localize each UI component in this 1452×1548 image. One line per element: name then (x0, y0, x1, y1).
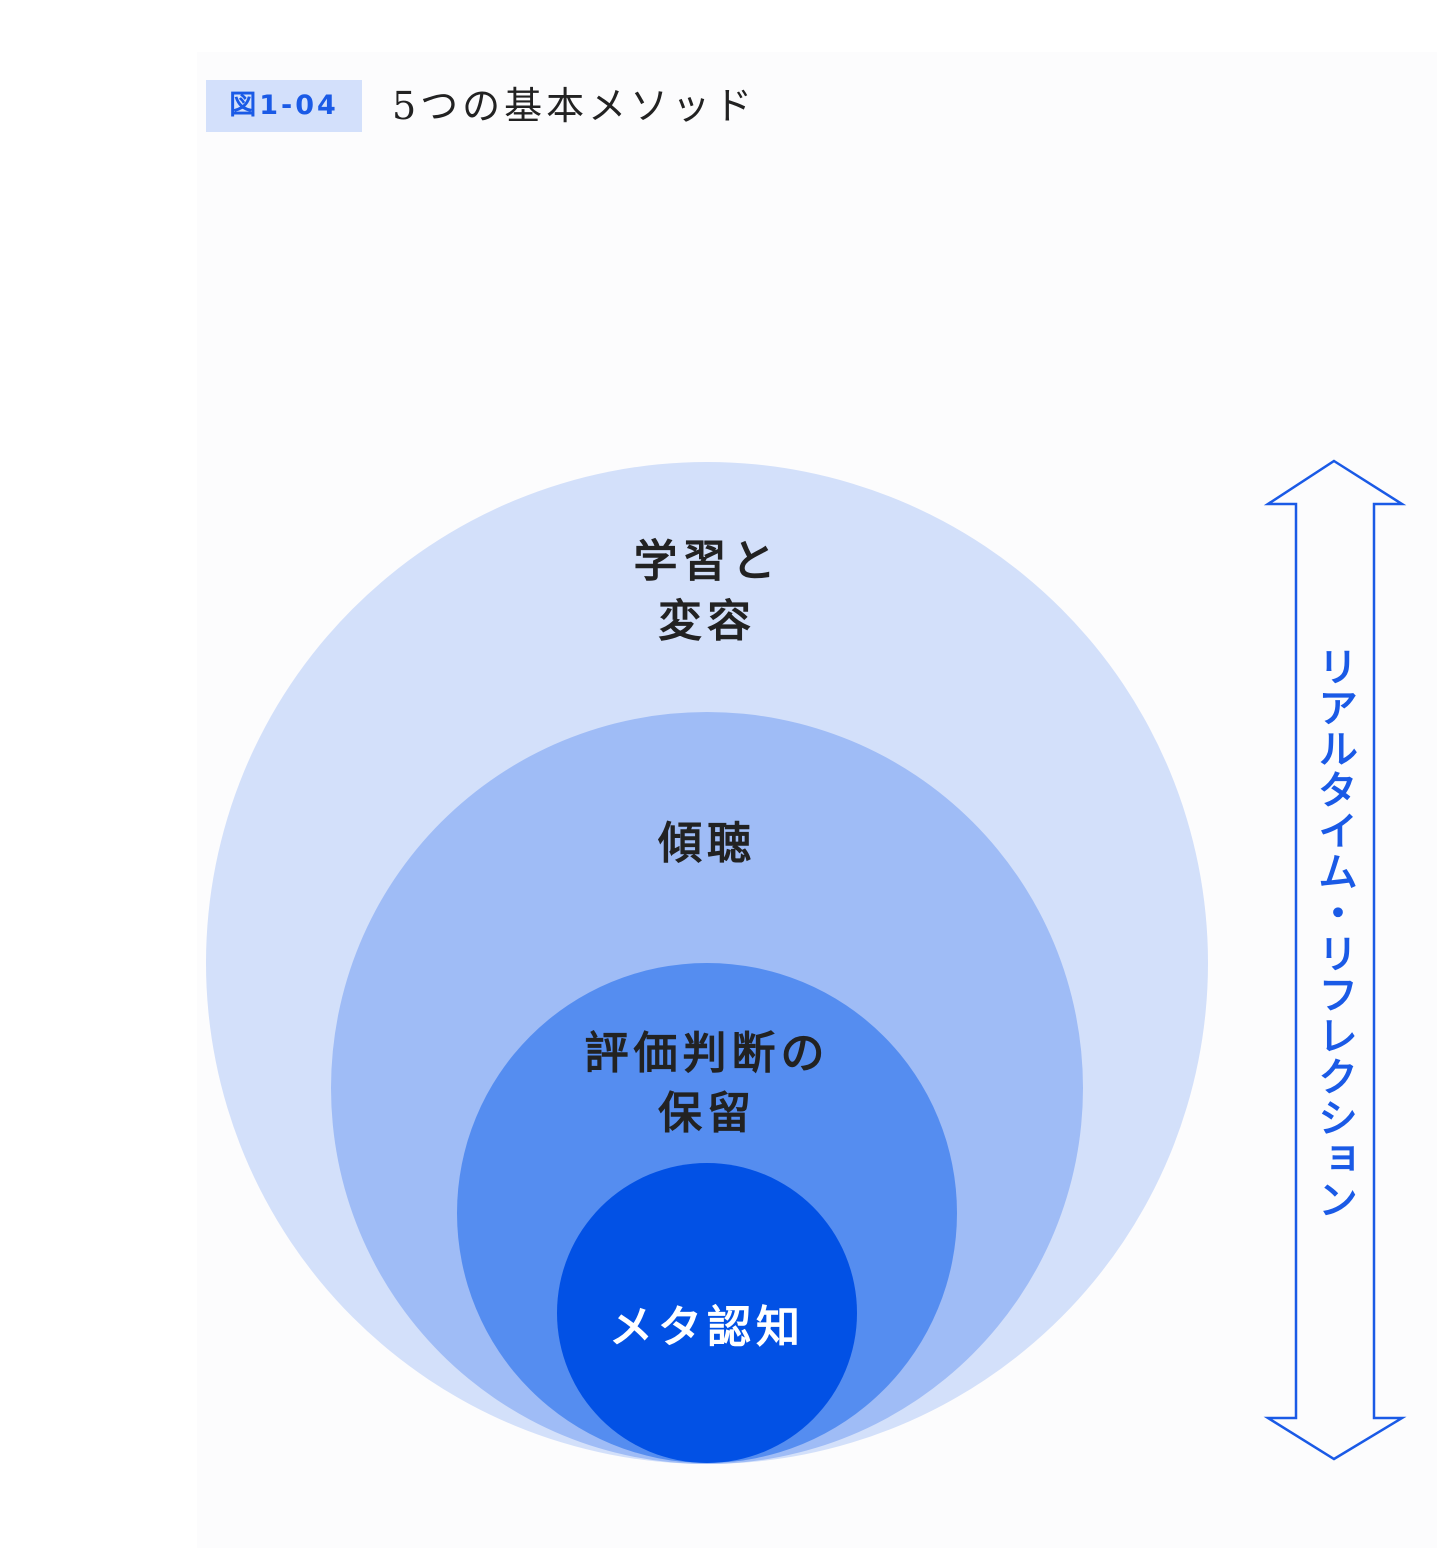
figure-number-badge: 図1-04 (206, 80, 362, 132)
circle-label-metacognition: メタ認知 (557, 1298, 857, 1358)
circle-label-learning: 学習と 変容 (557, 532, 857, 652)
circle-label-line: 傾聴 (658, 818, 756, 869)
circle-label-line: 評価判断の (584, 1028, 830, 1079)
circle-label-line: 変容 (658, 596, 756, 647)
circle-label-line: 保留 (658, 1088, 756, 1139)
realtime-reflection-label: リアルタイム・リフレクション (1311, 646, 1357, 1220)
circle-label-line: 学習と (633, 536, 781, 587)
double-headed-arrow-icon (1263, 459, 1407, 1461)
circle-label-listening: 傾聴 (557, 814, 857, 874)
circle-label-suspend-judgment: 評価判断の 保留 (507, 1024, 907, 1144)
figure-title: 5つの基本メソッド (392, 84, 757, 128)
inner-circle-metacognition (557, 1163, 857, 1463)
circle-label-line: メタ認知 (609, 1302, 805, 1353)
